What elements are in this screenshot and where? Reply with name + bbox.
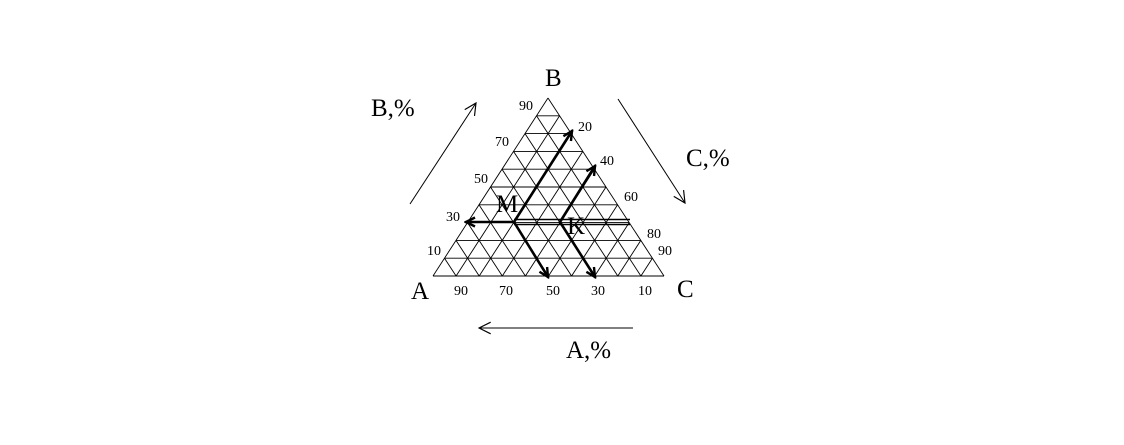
k-guide-b-arrow — [558, 166, 595, 224]
left-tick-30: 30 — [446, 210, 460, 225]
k-guide-c-arrow — [558, 220, 595, 277]
right-tick-60: 60 — [624, 190, 638, 205]
vertex-label-b: B — [545, 65, 562, 92]
vertex-label-c: C — [677, 276, 694, 303]
composition-guides — [466, 131, 630, 277]
point-label-k: K — [567, 213, 585, 240]
b-direction-arrow — [409, 103, 476, 205]
grid-line-parallel-ab — [640, 257, 653, 277]
right-tick-20: 20 — [578, 120, 592, 135]
bottom-tick-70: 70 — [499, 284, 513, 299]
grid-line-parallel-ab — [455, 115, 560, 277]
grid-line-parallel-ab — [548, 186, 607, 277]
c-direction-arrow — [617, 98, 685, 203]
left-tick-50: 50 — [474, 172, 488, 187]
vertex-label-a: A — [411, 278, 429, 305]
right-tick-90: 90 — [658, 244, 672, 259]
left-tick-10: 10 — [427, 244, 441, 259]
grid-line-parallel-bc — [455, 240, 480, 277]
grid-line-parallel-ab — [617, 240, 642, 277]
grid-line-parallel-ab — [571, 204, 618, 277]
grid-line-parallel-ab — [594, 222, 630, 277]
right-tick-40: 40 — [600, 154, 614, 169]
grid-line-parallel-bc — [444, 257, 457, 277]
axis-label-a: A,% — [566, 337, 611, 364]
point-label-m: M — [496, 191, 518, 218]
bottom-tick-30: 30 — [591, 284, 605, 299]
bottom-tick-90: 90 — [454, 284, 468, 299]
triangle-grid — [432, 97, 665, 277]
grid-line-parallel-ab — [501, 151, 584, 277]
axis-label-c: C,% — [686, 145, 730, 172]
axis-label-b: B,% — [371, 95, 415, 122]
left-tick-90: 90 — [519, 99, 533, 114]
grid-line-parallel-bc — [536, 115, 642, 277]
bottom-tick-10: 10 — [638, 284, 652, 299]
grid-line-parallel-bc — [478, 204, 526, 277]
grid-line-parallel-bc — [467, 222, 503, 277]
left-tick-70: 70 — [495, 135, 509, 150]
right-tick-80: 80 — [647, 227, 661, 242]
bottom-tick-50: 50 — [546, 284, 560, 299]
m-guide-c-arrow — [512, 220, 548, 277]
m-guide-b-arrow — [512, 131, 572, 224]
